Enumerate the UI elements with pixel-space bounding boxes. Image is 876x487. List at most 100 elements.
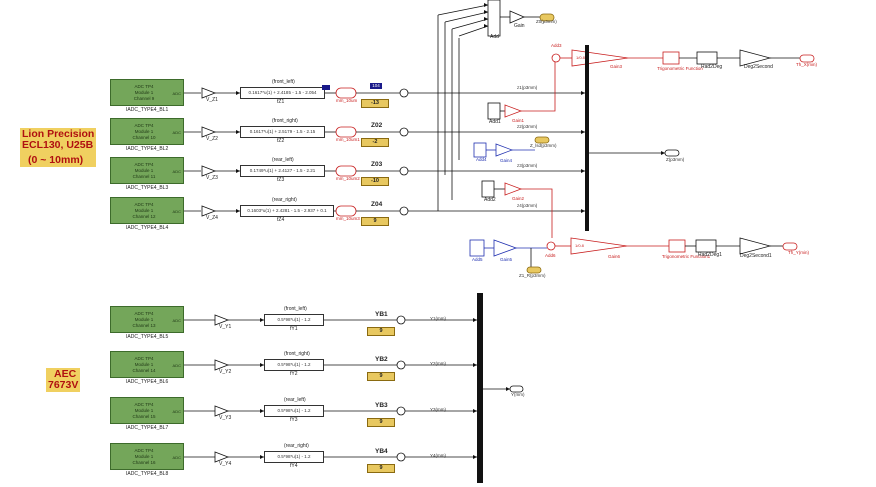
y3-gain-label: V_Y3 (219, 415, 232, 421)
y2-gain-label: V_Y2 (219, 369, 232, 375)
y2-arrow-fcn (260, 363, 264, 367)
z2-signal-label: z2(p3mm) (517, 124, 538, 129)
z3-signal-label: z3(p3mm) (517, 163, 538, 168)
gain-top-tri (509, 10, 526, 24)
add-in-arrow-2 (484, 17, 488, 21)
z1-sum-circle (399, 88, 409, 98)
y4-sensor-line: Module 1 (134, 454, 154, 459)
y1-fcn-name: fY1 (290, 326, 298, 332)
y4-sensor-port: ADC (172, 455, 181, 460)
add1-label: Add1 (489, 119, 501, 125)
add2-block (481, 180, 495, 198)
z2-sensor-name: IADC_TYPE4_BL2 (126, 146, 169, 152)
z-bus-arrow (661, 151, 665, 155)
y2-gain-tri (214, 359, 230, 371)
z1-fcn-box: 0.1617*u(1) + 2.4185 - 1.5 - 2.054 (240, 87, 325, 99)
y2-arrow-bus (473, 363, 477, 367)
gain2-out (521, 188, 553, 238)
z2-limit-label: mm_10um1 (336, 137, 360, 142)
y1-fcn-top: (front_left) (284, 306, 307, 312)
add-top-block (487, 0, 501, 37)
rad1-block (696, 51, 718, 65)
add-in-1 (444, 11, 489, 23)
z3-sensor-port: ADC (172, 169, 181, 174)
add4-label: Add4 (476, 157, 487, 162)
z3-display-name: Z03 (371, 161, 383, 168)
z4-arrow-fcn (236, 209, 240, 213)
y4-arrow-bus (473, 455, 477, 459)
z4-display-name: Z04 (371, 201, 383, 208)
add-in-arrow-0 (484, 3, 488, 7)
gain3-label: Gain3 (610, 64, 623, 69)
z1-gain-tri (201, 87, 217, 99)
z1-sensor-name: IADC_TYPE4_BL1 (126, 107, 169, 113)
z0-label: Z0(p3mm) (536, 19, 557, 24)
rad2-block (695, 239, 717, 253)
z1-fcn-top: (front_left) (272, 79, 295, 85)
z3-sensor-name: IADC_TYPE4_BL3 (126, 185, 169, 191)
z-mux-bus (585, 45, 589, 231)
add6-sum (546, 241, 556, 251)
z0-out-port (539, 13, 555, 22)
z1-arrow-bus (581, 91, 585, 95)
deg2-label: Deg2Second1 (740, 253, 772, 259)
lion-note-line3: (0 ~ 10mm) (28, 154, 84, 167)
gain2-label: Gain2 (512, 196, 525, 201)
z3-sum-circle (399, 166, 409, 176)
y4-display: 9 (367, 464, 395, 473)
y1-sensor-line: Channel 13 (132, 323, 156, 328)
add6-label: Add6 (545, 253, 556, 258)
add5-block (469, 239, 485, 257)
aec-note-line1: AEC (54, 368, 77, 380)
rad2-label: Rad2Deg1 (698, 252, 722, 258)
z4-fcn-box: 0.1603*u(1) + 2.4281 - 1.5 - 2.937 + 0.1 (240, 205, 334, 217)
y1-gain-label: V_Y1 (219, 324, 232, 330)
z4-gain-tri (201, 205, 217, 217)
y4-fcn-name: fY4 (290, 463, 298, 469)
z2-sensor-line: Module 1 (134, 129, 154, 134)
y2-signal-label: Y2(mm) (430, 361, 446, 366)
z2-fcn-name: fZ2 (277, 138, 285, 144)
deg1-label: Deg2Second (744, 64, 773, 70)
gain6-label: Gain6 (608, 254, 621, 259)
gain1-tri (504, 104, 523, 118)
y1-display-name: YB1 (375, 311, 388, 318)
z3-fcn-box: 0.1749*u(1) + 2.4127 - 1.5 - 2.21 (240, 165, 325, 177)
add1-block (487, 102, 501, 120)
y3-sensor-port: ADC (172, 409, 181, 414)
y2-fcn-name: fY2 (290, 371, 298, 377)
gain2-tri (504, 182, 523, 196)
y1-sensor-line: Module 1 (134, 317, 154, 322)
z3-limit-block (335, 165, 357, 177)
z3-limit-label: mm_10um2 (336, 176, 360, 181)
y4-fcn-top: (rear_right) (284, 443, 309, 449)
z1-bottom-label: Z1_R(p3mm) (519, 273, 546, 278)
gain4-label: Gain4 (500, 158, 513, 163)
gain1-out (521, 62, 556, 112)
y-bus-arrow (506, 387, 510, 391)
trig2-block (668, 239, 686, 253)
z1-arrow-fcn (236, 91, 240, 95)
z2-limit-block (335, 126, 357, 138)
y-out-port (509, 385, 524, 393)
y-mux-bus (477, 293, 483, 483)
y1-gain-tri (214, 314, 230, 326)
y4-sensor-line: ADC TP4 (134, 448, 154, 453)
y2-fcn-box: 0.5*98*u(1) - 1.2 (264, 359, 324, 371)
z3-fcn-top: (rear_left) (272, 157, 294, 163)
gain1-label: Gain1 (512, 118, 525, 123)
z2-sensor-line: Channel 10 (132, 135, 156, 140)
z4-gain-label: V_Z4 (206, 215, 218, 221)
z2-arrow-fcn (236, 130, 240, 134)
z2-sensor-port: ADC (172, 130, 181, 135)
thx-port (799, 54, 815, 63)
add-top-label: Add (490, 34, 499, 40)
y4-display-name: YB4 (375, 448, 388, 455)
gain-top-label: Gain (514, 23, 525, 29)
gain6-tri (570, 237, 628, 255)
